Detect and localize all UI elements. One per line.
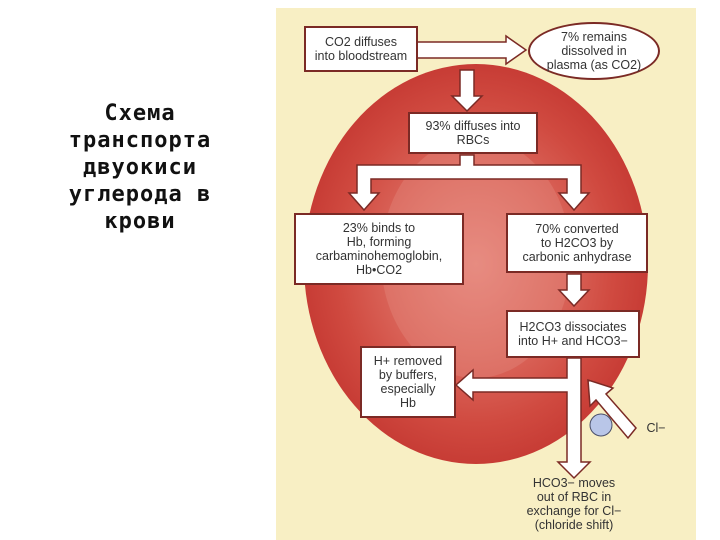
box-converted-h2co3: 70% converted to H2CO3 by carbonic anhyd… — [506, 213, 648, 273]
arrow-to-dissociate — [557, 273, 591, 308]
arrow-chloride-in — [587, 378, 637, 440]
box-co2-diffuses: CO2 diffuses into bloodstream — [304, 26, 418, 72]
arrow-split — [347, 154, 591, 212]
box-binds-to-hb: 23% binds to Hb, forming carbaminohemogl… — [294, 213, 464, 285]
arrow-branch — [454, 357, 592, 480]
box-h-buffers: H+ removed by buffers, especially Hb — [360, 346, 456, 418]
label-chloride-shift: HCO3− moves out of RBC in exchange for C… — [526, 476, 622, 532]
caption-line-3: двуокиси — [83, 155, 197, 180]
caption-line-2: транспорта — [68, 128, 212, 153]
label-chloride-ion: Cl− — [646, 421, 666, 435]
box-plasma-dissolved: 7% remains dissolved in plasma (as CO2) — [528, 22, 660, 80]
box-diffuses-into-rbc: 93% diffuses into RBCs — [408, 112, 538, 154]
arrow-to-rbc — [450, 69, 484, 113]
box-dissociates: H2CO3 dissociates into H+ and HCO3− — [506, 310, 640, 358]
caption-line-4: углерода в — [68, 182, 212, 207]
caption-line-5: крови — [104, 209, 176, 234]
caption-line-1: Схема — [104, 101, 176, 126]
arrow-to-plasma — [415, 34, 528, 66]
slide-caption: Схема транспорта двуокиси углерода в кро… — [40, 100, 240, 235]
exchanger-protein-icon — [589, 413, 613, 437]
co2-transport-diagram: CO2 diffuses into bloodstream 7% remains… — [276, 8, 696, 540]
